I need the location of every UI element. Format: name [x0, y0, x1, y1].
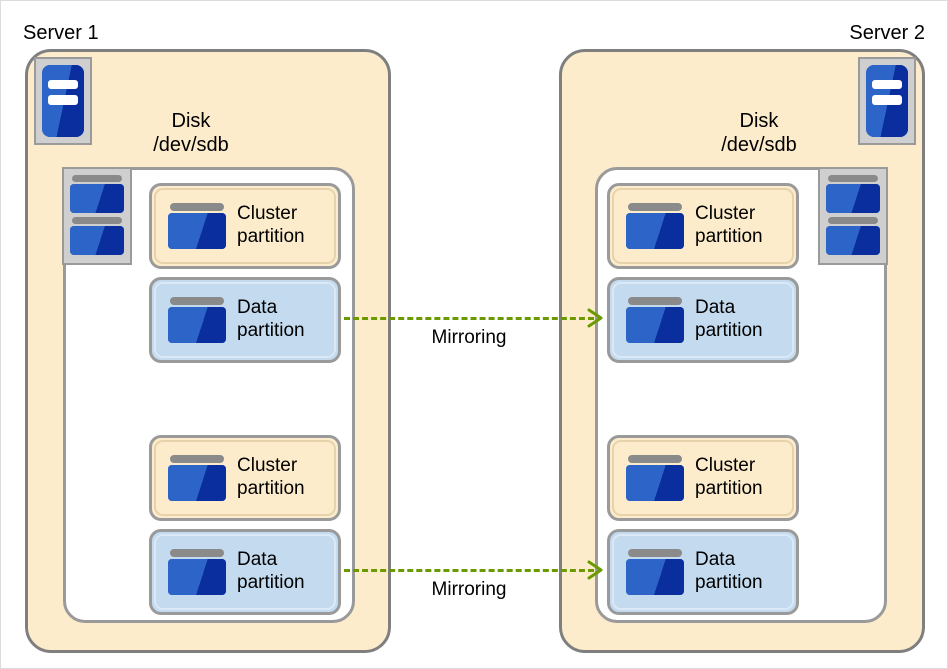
server-2-machine-icon — [858, 57, 916, 145]
partition-s2-cluster-2[interactable]: Cluster partition — [607, 435, 799, 521]
drive-body-icon — [626, 559, 684, 595]
server-1-disk-label-line2: /dev/sdb — [153, 134, 229, 157]
disk-bar-icon — [828, 217, 878, 225]
server-1-machine-icon — [34, 57, 92, 145]
partition-s1-cluster-2[interactable]: Cluster partition — [149, 435, 341, 521]
server-2-disk-stack-icon — [818, 167, 888, 265]
partition-label-line2: partition — [695, 572, 763, 593]
partition-label: Cluster partition — [695, 203, 763, 249]
drive-body-icon — [168, 307, 226, 343]
drive-icon — [626, 297, 684, 343]
drive-bar-icon — [170, 297, 224, 305]
drive-bar-icon — [628, 297, 682, 305]
server-slot-icon — [47, 95, 79, 105]
drive-icon — [168, 297, 226, 343]
server-1-disk-label-line1: Disk — [171, 110, 211, 132]
server-1-title: Server 1 — [23, 22, 99, 44]
server-2-disk-label: Disk /dev/sdb — [674, 109, 844, 158]
partition-s1-data-1[interactable]: Data partition — [149, 277, 341, 363]
drive-body-icon — [168, 465, 226, 501]
disk-body-icon — [70, 226, 124, 255]
partition-label-line1: Data — [237, 297, 278, 319]
partition-label-line2: partition — [695, 226, 763, 247]
partition-label-line2: partition — [237, 226, 305, 247]
partition-label-line2: partition — [695, 320, 763, 341]
mirror-top-line — [344, 317, 594, 320]
partition-label: Cluster partition — [237, 203, 305, 249]
disk-drive-icon — [70, 175, 124, 213]
partition-label-line2: partition — [237, 478, 305, 499]
partition-label-line1: Cluster — [237, 455, 298, 477]
server-slot-icon — [871, 95, 903, 105]
drive-bar-icon — [628, 549, 682, 557]
disk-body-icon — [70, 184, 124, 213]
drive-icon — [626, 549, 684, 595]
drive-body-icon — [168, 213, 226, 249]
drive-icon — [168, 455, 226, 501]
drive-icon — [626, 203, 684, 249]
partition-label-line2: partition — [237, 572, 305, 593]
drive-body-icon — [626, 465, 684, 501]
server-chassis-icon — [42, 65, 84, 137]
disk-body-icon — [826, 226, 880, 255]
server-1-disk-label: Disk /dev/sdb — [106, 109, 276, 158]
partition-label-line1: Data — [695, 297, 736, 319]
server-2-disk-label-line1: Disk — [739, 110, 779, 132]
partition-label-line1: Cluster — [695, 455, 756, 477]
partition-s1-data-2[interactable]: Data partition — [149, 529, 341, 615]
drive-icon — [168, 203, 226, 249]
mirror-top-label: Mirroring — [431, 327, 507, 348]
partition-label-line2: partition — [695, 478, 763, 499]
partition-label-line2: partition — [237, 320, 305, 341]
server-slot-icon — [47, 80, 79, 90]
partition-label: Cluster partition — [237, 455, 305, 501]
server-2-title: Server 2 — [849, 22, 925, 44]
drive-bar-icon — [628, 203, 682, 211]
disk-bar-icon — [828, 175, 878, 182]
disk-drive-icon — [70, 217, 124, 255]
drive-icon — [626, 455, 684, 501]
drive-bar-icon — [170, 203, 224, 211]
disk-drive-icon — [826, 217, 880, 255]
partition-label-line1: Data — [237, 549, 278, 571]
drive-bar-icon — [170, 549, 224, 557]
drive-bar-icon — [170, 455, 224, 463]
disk-body-icon — [826, 184, 880, 213]
partition-label-line1: Data — [695, 549, 736, 571]
server-slot-icon — [871, 80, 903, 90]
drive-body-icon — [626, 213, 684, 249]
partition-label: Cluster partition — [695, 455, 763, 501]
drive-body-icon — [626, 307, 684, 343]
partition-s2-data-2[interactable]: Data partition — [607, 529, 799, 615]
server-2-disk-label-line2: /dev/sdb — [721, 134, 797, 157]
drive-body-icon — [168, 559, 226, 595]
drive-bar-icon — [628, 455, 682, 463]
partition-label: Data partition — [695, 297, 763, 343]
partition-label: Data partition — [695, 549, 763, 595]
server-1-disk-stack-icon — [62, 167, 132, 265]
server-chassis-icon — [866, 65, 908, 137]
partition-s2-cluster-1[interactable]: Cluster partition — [607, 183, 799, 269]
disk-drive-icon — [826, 175, 880, 213]
drive-icon — [168, 549, 226, 595]
partition-label-line1: Cluster — [695, 203, 756, 225]
mirror-bottom-line — [344, 569, 594, 572]
partition-label: Data partition — [237, 549, 305, 595]
partition-s2-data-1[interactable]: Data partition — [607, 277, 799, 363]
mirror-bottom-label: Mirroring — [431, 579, 507, 600]
partition-label: Data partition — [237, 297, 305, 343]
disk-bar-icon — [72, 175, 122, 182]
disk-bar-icon — [72, 217, 122, 225]
partition-s1-cluster-1[interactable]: Cluster partition — [149, 183, 341, 269]
partition-label-line1: Cluster — [237, 203, 298, 225]
